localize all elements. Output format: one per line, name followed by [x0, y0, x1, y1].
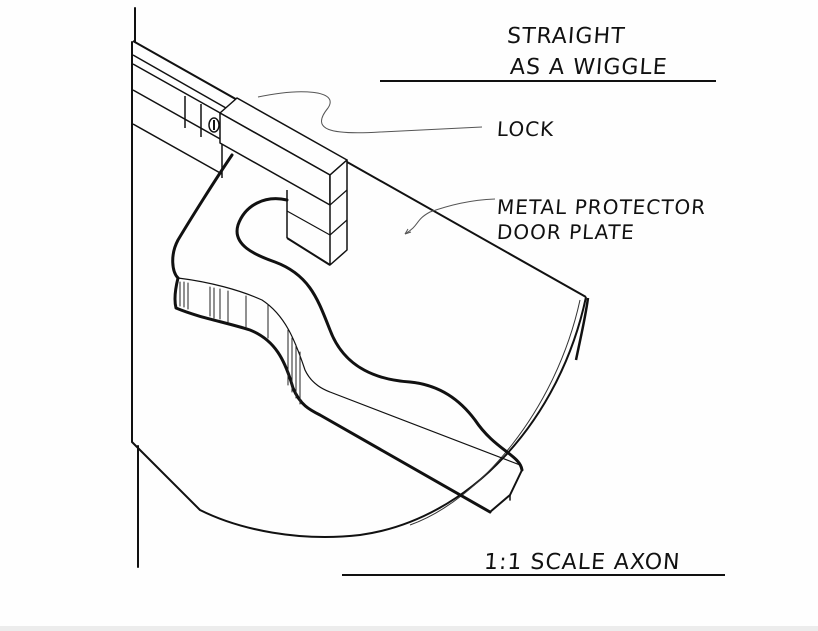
caption-underline — [342, 574, 725, 576]
title-underline — [380, 80, 716, 82]
title-line-1: STRAIGHT — [506, 24, 627, 49]
handle-mount-block — [219, 97, 348, 266]
leader-lines — [257, 91, 496, 235]
caption: 1:1 SCALE AXON — [483, 550, 682, 575]
wiggle-handle — [171, 153, 524, 514]
door-plate-leader — [404, 198, 496, 235]
callout-door-plate-line-1: METAL PROTECTOR — [496, 195, 707, 219]
paper-bottom-edge — [0, 626, 818, 631]
callout-door-plate-line-2: DOOR PLATE — [496, 220, 636, 244]
callout-lock: LOCK — [496, 117, 556, 141]
door-edge — [131, 7, 139, 568]
lock-leader — [257, 91, 483, 134]
title-line-2: AS A WIGGLE — [509, 55, 669, 80]
